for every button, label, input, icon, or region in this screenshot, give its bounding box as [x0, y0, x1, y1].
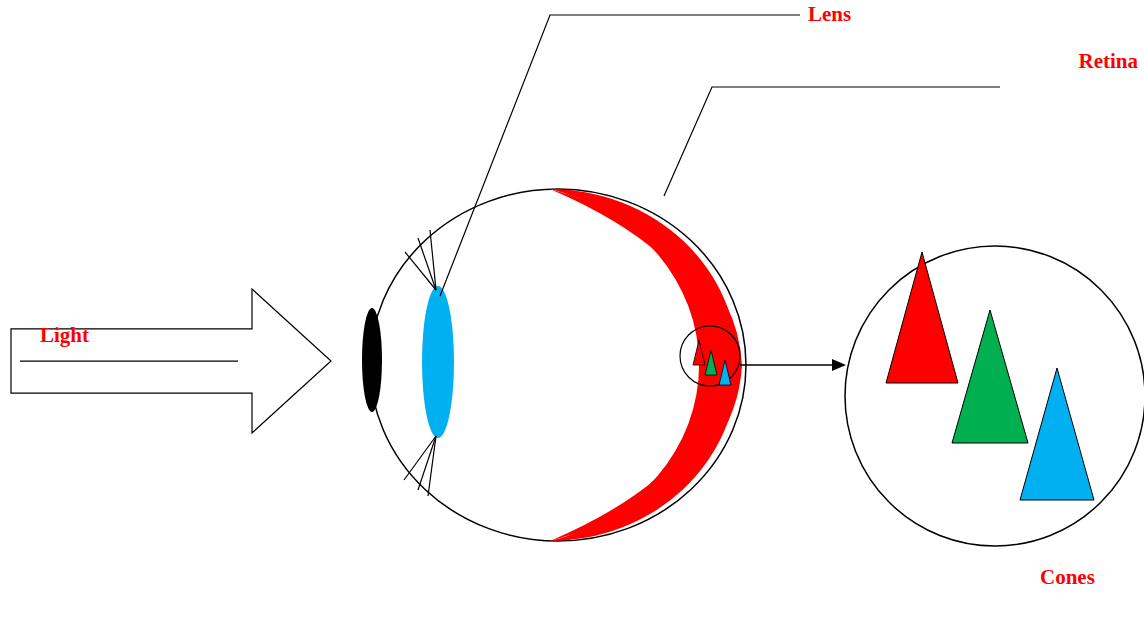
- arrow-outline: [10, 288, 332, 434]
- part-label: Cones: [1040, 566, 1095, 589]
- cone-green-small: [705, 350, 717, 375]
- arrow-shape: [11, 289, 331, 433]
- part-label: Retina: [1079, 50, 1139, 73]
- underline: [20, 360, 238, 361]
- zoom-arrowhead: [832, 359, 846, 371]
- retina: [550, 189, 738, 541]
- zoom-circle-small: [680, 326, 740, 386]
- part-label: Lens: [808, 3, 851, 26]
- cone-red-small: [693, 340, 705, 365]
- arrow-node: Light: [10, 288, 332, 434]
- cone-red: [886, 252, 958, 383]
- pupil: [362, 308, 382, 412]
- node-text: Light: [40, 324, 89, 347]
- cone-blue-small: [719, 360, 731, 385]
- ciliary-fibres: [404, 230, 436, 496]
- retina-fill: [550, 189, 742, 541]
- cone-green: [952, 310, 1028, 443]
- zoom-arrow: [740, 364, 834, 366]
- eyeball: [370, 189, 746, 541]
- zoom-circle-large: [845, 246, 1144, 546]
- lens-shape: [422, 286, 454, 438]
- leader-lines: [440, 15, 1000, 296]
- cone-blue: [1020, 368, 1094, 500]
